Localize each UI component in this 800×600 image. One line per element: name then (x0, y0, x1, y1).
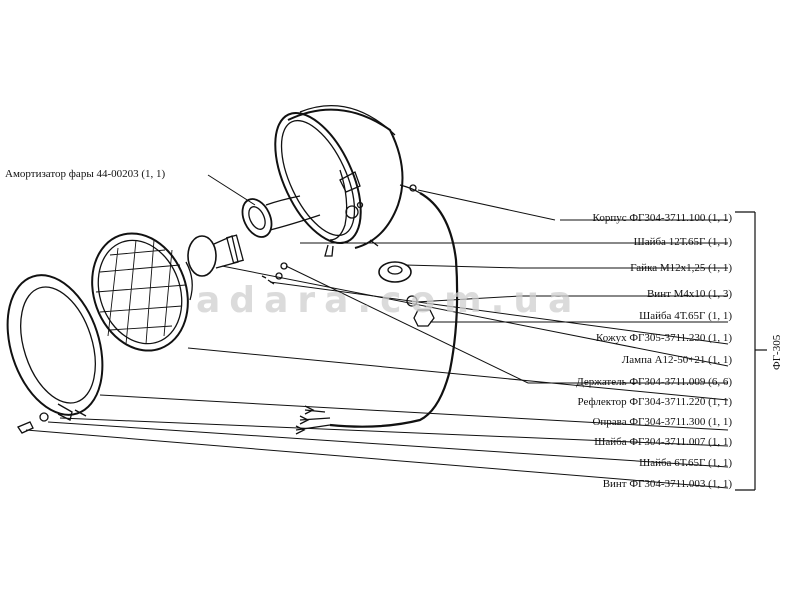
shock-absorber-part (241, 195, 321, 238)
leader-lines (25, 174, 729, 489)
label-lamp: Лампа А12-50+21 (1, 1) (621, 354, 732, 366)
label-casing: Кожух ФГ305-3711.230 (1, 1) (596, 332, 732, 344)
label-washer-6: Шайба 6Т.65Г (1, 1) (639, 457, 732, 469)
cable (329, 192, 459, 428)
label-housing: Корпус ФГ304-3711.100 (1, 1) (592, 212, 732, 224)
cable-wires (295, 409, 331, 431)
assembly-label: ФГ-305 (771, 334, 783, 370)
lamp-bulb-part (187, 234, 244, 277)
watermark: adara.com.ua (196, 280, 582, 321)
reflector-part (91, 232, 193, 352)
label-nut: Гайка М12х1,25 (1, 1) (630, 262, 732, 274)
label-shock-absorber: Амортизатор фары 44-00203 (1, 1) (5, 168, 166, 180)
cable-terminals (295, 405, 315, 435)
label-screw-fg: Винт ФГ304-3711.003 (1, 1) (602, 478, 732, 490)
label-rim: Оправа ФГ304-3711.300 (1, 1) (592, 416, 732, 428)
small-fasteners (17, 261, 435, 434)
label-reflector: Рефлектор ФГ304-3711.220 (1, 1) (577, 396, 732, 408)
rim-part (6, 274, 104, 421)
label-screw-m4: Винт М4х10 (1, 3) (646, 288, 732, 300)
housing-part (274, 105, 421, 257)
label-washer-12: Шайба 12Т.65Г (1, 1) (633, 236, 732, 248)
label-washer-fg: Шайба ФГ304-3711.007 (1, 1) (594, 436, 732, 448)
assembly-bracket (735, 211, 767, 491)
label-washer-4: Шайба 4Т.65Г (1, 1) (639, 310, 732, 322)
label-holder: Держатель ФГ304-3711.009 (6, 6) (576, 376, 732, 388)
